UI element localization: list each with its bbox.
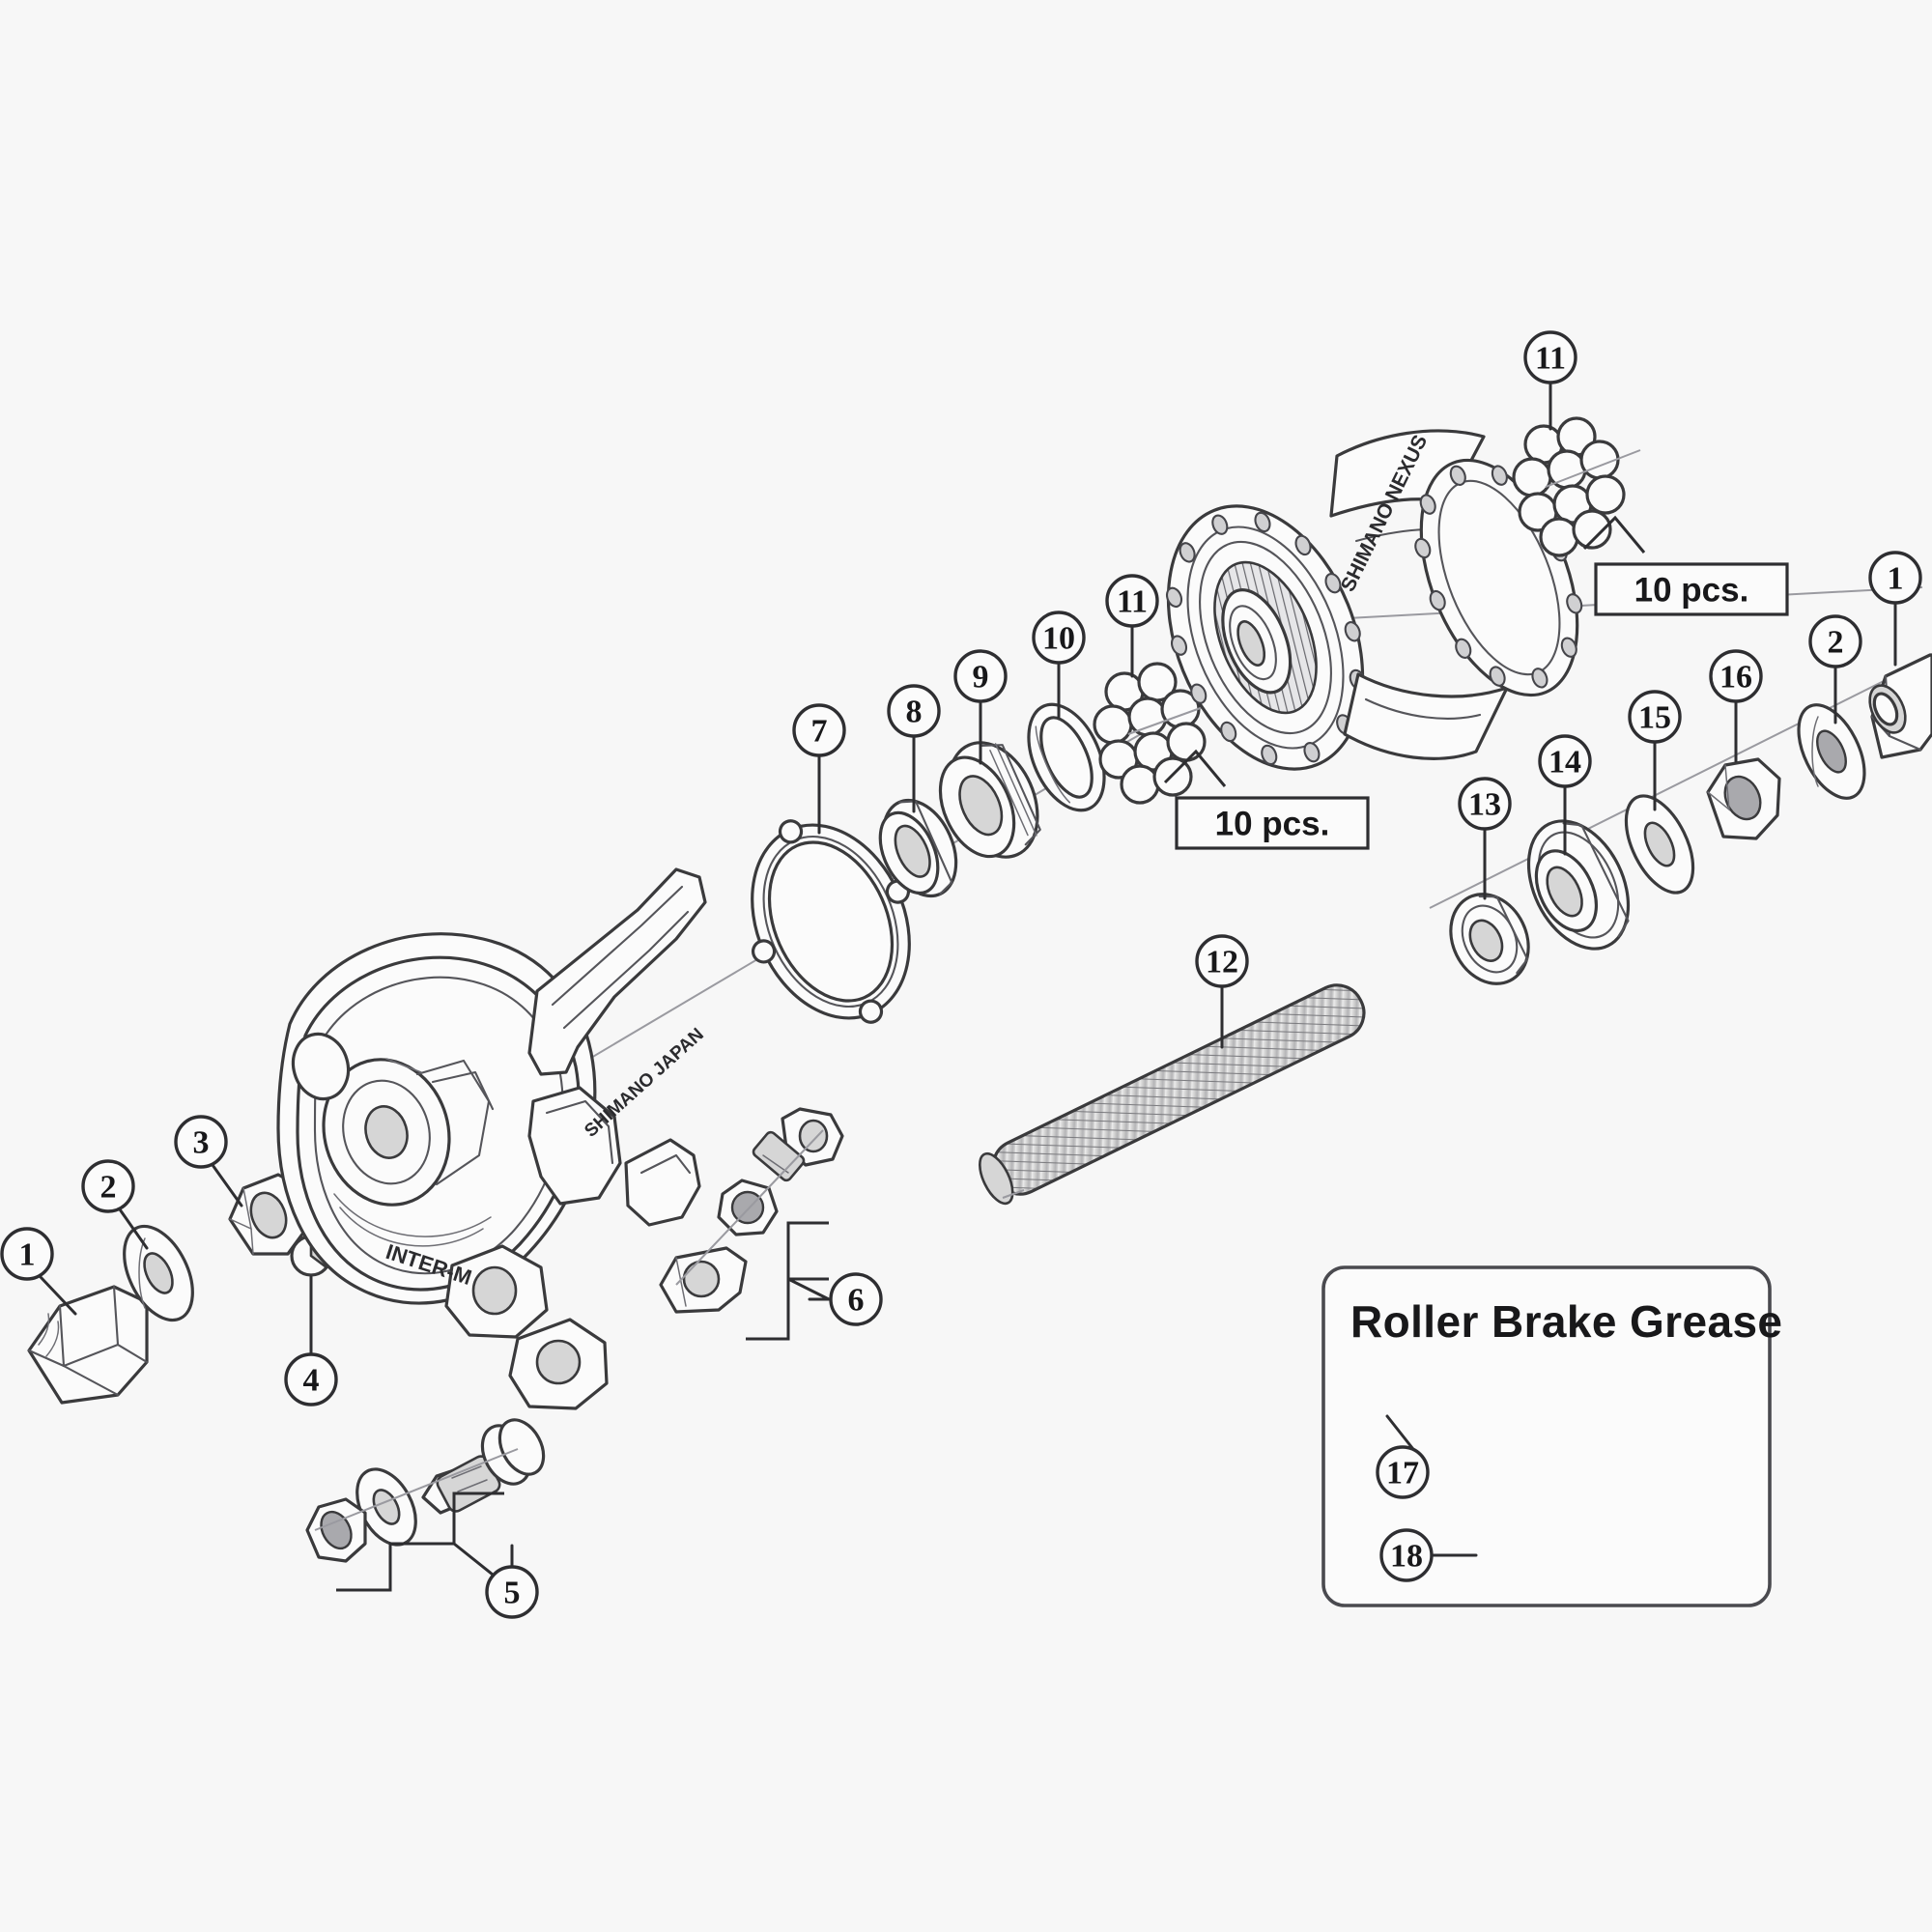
callout-bubble[interactable] <box>1195 934 1249 988</box>
callout-1[interactable]: 1 <box>1868 551 1922 667</box>
callout-bubble[interactable] <box>485 1565 539 1619</box>
part-group-cable-anchor <box>659 1107 844 1314</box>
part-dust-cap-13 <box>1449 893 1530 985</box>
callout-number: 10 <box>1042 621 1075 657</box>
callout-11[interactable]: 11 <box>1105 574 1159 678</box>
callout-14[interactable]: 14 <box>1538 734 1592 856</box>
part-cap-nut-right <box>1868 653 1932 759</box>
callout-bubble[interactable] <box>953 649 1008 703</box>
part-cone-nut-9 <box>938 741 1041 859</box>
callout-bubble[interactable] <box>1808 614 1862 668</box>
callout-leader-line <box>118 1208 149 1250</box>
callout-number: 2 <box>1828 625 1844 661</box>
part-washer-15 <box>1624 794 1695 895</box>
callout-number: 4 <box>303 1363 320 1399</box>
part-ball-set-top <box>1512 416 1641 557</box>
callout-bubble[interactable] <box>1032 611 1086 665</box>
callout-6[interactable]: 6 <box>808 1272 883 1326</box>
callout-number: 17 <box>1386 1456 1419 1492</box>
callout-bubble[interactable] <box>174 1115 228 1169</box>
callout-9[interactable]: 9 <box>953 649 1008 765</box>
callout-number: 11 <box>1535 341 1566 377</box>
bracket-group-6 <box>746 1221 830 1341</box>
callout-12[interactable]: 12 <box>1195 934 1249 1049</box>
part-hex-nut-16 <box>1706 757 1781 840</box>
callout-number: 8 <box>906 695 923 730</box>
callout-18[interactable]: 18 <box>1379 1528 1434 1582</box>
callout-2[interactable]: 2 <box>1808 614 1862 724</box>
pcs-tag-mid-label: 10 pcs. <box>1215 806 1330 843</box>
callout-3[interactable]: 3 <box>174 1115 243 1208</box>
callout-number: 13 <box>1468 787 1501 823</box>
grease-panel-title: Roller Brake Grease <box>1350 1296 1782 1347</box>
part-washer-left <box>123 1224 194 1322</box>
pcs-tag-top: 10 pcs. <box>1582 515 1789 616</box>
callout-11[interactable]: 11 <box>1523 330 1577 431</box>
callout-bubble[interactable] <box>1376 1445 1430 1499</box>
callout-bubble[interactable] <box>0 1227 54 1281</box>
callout-leader-line <box>211 1163 243 1208</box>
callout-4[interactable]: 4 <box>284 1275 338 1406</box>
callout-number: 3 <box>193 1125 210 1161</box>
callout-number: 12 <box>1206 945 1238 980</box>
part-brake-retaining-ring <box>751 819 911 1024</box>
callout-bubble[interactable] <box>1709 649 1763 703</box>
callout-bubble[interactable] <box>792 703 846 757</box>
callout-number: 18 <box>1390 1539 1423 1575</box>
pcs-tag-top-label: 10 pcs. <box>1634 572 1749 610</box>
callout-bubble[interactable] <box>284 1352 338 1406</box>
part-axle <box>979 983 1366 1206</box>
callout-bubble[interactable] <box>829 1272 883 1326</box>
callout-number: 16 <box>1719 660 1752 696</box>
callout-17[interactable]: 17 <box>1376 1445 1430 1499</box>
callout-15[interactable]: 15 <box>1628 690 1682 811</box>
callout-bubble[interactable] <box>1868 551 1922 605</box>
part-group-arm-fixing <box>305 1418 546 1563</box>
callout-number: 5 <box>504 1576 521 1611</box>
callout-number: 15 <box>1638 700 1671 736</box>
callout-number: 1 <box>1888 561 1904 597</box>
callout-2[interactable]: 2 <box>81 1159 149 1250</box>
callout-number: 7 <box>811 714 828 750</box>
bracket-group-5 <box>336 1492 504 1592</box>
pcs-tag-mid: 10 pcs. <box>1163 749 1370 850</box>
callout-13[interactable]: 13 <box>1458 777 1512 900</box>
part-cone-8 <box>878 798 958 898</box>
callout-5[interactable]: 5 <box>485 1544 539 1619</box>
callout-number: 9 <box>973 660 989 696</box>
part-seal-ring-10 <box>1027 702 1106 812</box>
part-roller-brake-unit: SHIMANO JAPAN INTER-M <box>276 867 708 1410</box>
part-cone-14 <box>1526 819 1631 951</box>
callout-number: 1 <box>19 1237 36 1273</box>
callout-bubble[interactable] <box>81 1159 135 1213</box>
callout-bubble[interactable] <box>1538 734 1592 788</box>
callout-bubble[interactable] <box>1105 574 1159 628</box>
callout-bubble[interactable] <box>1628 690 1682 744</box>
callout-number: 2 <box>100 1170 117 1206</box>
callout-bubble[interactable] <box>887 684 941 738</box>
callout-number: 6 <box>848 1283 865 1319</box>
callout-bubble[interactable] <box>1523 330 1577 384</box>
part-washer-right <box>1797 703 1866 800</box>
callout-bubble[interactable] <box>1458 777 1512 831</box>
callout-number: 11 <box>1117 584 1148 620</box>
callout-leader-line <box>39 1275 77 1316</box>
callout-bubble[interactable] <box>1379 1528 1434 1582</box>
callout-number: 14 <box>1548 745 1581 781</box>
part-cap-nut-left <box>27 1285 149 1405</box>
callout-7[interactable]: 7 <box>792 703 846 835</box>
callout-10[interactable]: 10 <box>1032 611 1086 719</box>
grease-panel-frame: Roller Brake Grease <box>1321 1265 1782 1607</box>
callout-1[interactable]: 1 <box>0 1227 77 1316</box>
callout-16[interactable]: 16 <box>1709 649 1763 763</box>
callout-8[interactable]: 8 <box>887 684 941 813</box>
